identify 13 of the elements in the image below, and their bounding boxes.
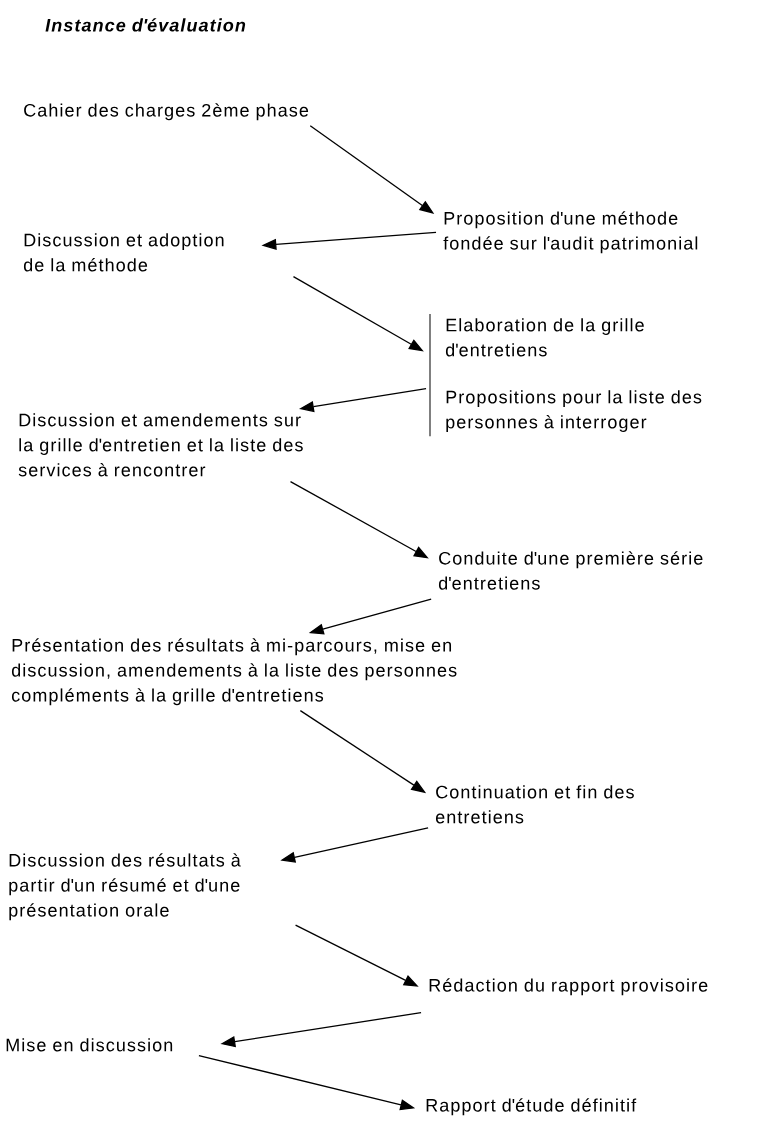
step-text: Discussion des résultats à partir d'un résumé et d'une présentation orale (9, 853, 241, 921)
step-text: Cahier des charges 2ème phase (24, 103, 309, 121)
step-text: Conduite d'une première série d'entretiens (438, 551, 703, 590)
step-text: Mise en discussion (6, 1038, 173, 1052)
bracketed-step-text: Elaboration de la grille d'entretiens Propositions pour la liste des personnes à interroger (429, 313, 702, 437)
step-text: Rapport d'étude définitif (426, 1098, 637, 1116)
step-text: Rédaction du rapport provisoire (429, 978, 708, 996)
step-text: Discussion et amendements sur la grille d'entretien et la liste des services à rencontrer (18, 413, 303, 477)
step-text: Discussion et adoption de la méthode (23, 233, 224, 272)
step-text: Continuation et fin des entretiens (435, 785, 634, 824)
step-text: Proposition d'une méthode fondée sur l'audit patrimonial (443, 211, 698, 254)
step-text: Présentation des résultats à mi-parcours, mise en discussion, amendements à la liste des personnes compléments à la grille d'entretiens (11, 638, 457, 706)
column-heading: Instance d'évaluation (45, 18, 246, 32)
